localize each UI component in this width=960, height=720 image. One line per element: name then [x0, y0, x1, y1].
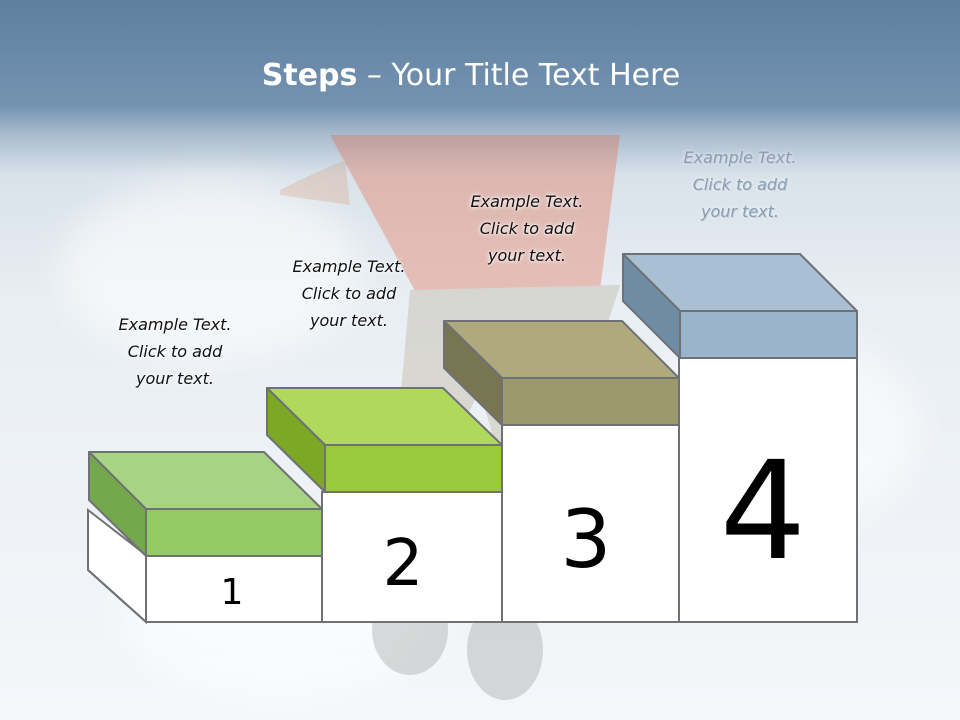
title-bold: Steps	[261, 58, 358, 93]
step-2-number: 2	[383, 527, 424, 601]
caption-line: your text.	[309, 311, 388, 330]
caption-line: Example Text.	[470, 192, 584, 211]
caption-line: Click to add	[692, 175, 788, 194]
step-1-caption[interactable]: Example Text. Click to add your text.	[75, 311, 275, 392]
step-4-slab[interactable]	[622, 253, 858, 359]
step-4-caption[interactable]: Example Text. Click to add your text.	[640, 144, 840, 225]
step-2-slab-front	[324, 444, 503, 493]
step-2-caption[interactable]: Example Text. Click to add your text.	[249, 253, 449, 334]
step-1-slab[interactable]	[88, 451, 323, 557]
step-4-slab-front	[679, 310, 858, 359]
background-cloud	[60, 180, 360, 360]
step-1-box-base	[87, 569, 147, 623]
caption-line: your text.	[700, 202, 779, 221]
step-3-slab[interactable]	[443, 320, 680, 426]
caption-line: Example Text.	[292, 257, 406, 276]
step-1-number: 1	[221, 572, 244, 613]
caption-line: Click to add	[301, 284, 397, 303]
step-3-slab-front	[501, 377, 680, 426]
caption-line: Click to add	[127, 342, 223, 361]
caption-line: your text.	[135, 369, 214, 388]
step-1-slab-front	[145, 508, 323, 557]
caption-line: Click to add	[479, 219, 575, 238]
caption-line: Example Text.	[118, 315, 232, 334]
step-4-number: 4	[720, 433, 807, 591]
step-3-caption[interactable]: Example Text. Click to add your text.	[427, 188, 627, 269]
slide-title[interactable]: Steps – Your Title Text Here	[0, 56, 942, 96]
step-2-slab[interactable]	[266, 387, 503, 493]
caption-line: Example Text.	[683, 148, 797, 167]
caption-line: your text.	[487, 246, 566, 265]
step-3-number: 3	[561, 493, 612, 586]
title-rest: – Your Title Text Here	[357, 58, 681, 93]
